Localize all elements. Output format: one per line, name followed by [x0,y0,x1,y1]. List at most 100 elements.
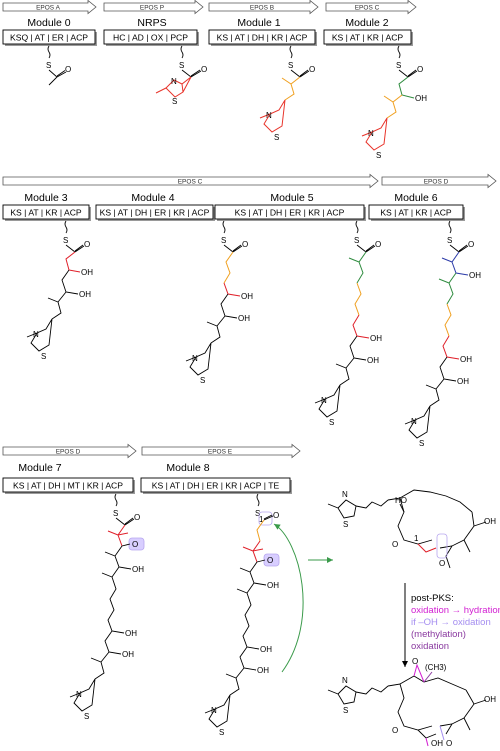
svg-text:S: S [46,61,51,70]
svg-text:OH: OH [241,292,253,301]
svg-text:OH: OH [460,355,472,364]
domain-box-module-3: KS | AT | KR | ACP [2,204,91,221]
svg-text:KS | AT | KR | ACP: KS | AT | KR | ACP [10,208,82,218]
svg-text:OH: OH [469,271,481,280]
module-8-label: Module 8 [166,462,209,474]
svg-text:OH: OH [125,629,137,638]
gene-label: EPOS A [36,5,61,12]
gene-arrow-epos-c-top: EPOS C [325,0,417,15]
svg-text:S: S [354,236,359,245]
module-3-label: Module 3 [24,192,67,204]
svg-text:OH: OH [122,650,134,659]
module-1-label: Module 1 [237,17,280,29]
module-0-label: Module 0 [27,17,70,29]
gene-label: EPOS C [355,5,380,12]
svg-text:S: S [274,133,279,142]
domain-box-module-8: KS | AT | DH | ER | KR | ACP | TE [140,477,292,494]
gene-label: EPOS D [424,179,449,186]
svg-text:OH: OH [260,645,272,654]
post-pks-step-4: oxidation [411,641,449,652]
svg-text:HO: HO [395,496,407,505]
svg-text:KS | AT | DH | ER | KR | ACP: KS | AT | DH | ER | KR | ACP [235,208,345,218]
svg-text:KS | AT | DH | ER | KR | ACP |: KS | AT | DH | ER | KR | ACP | TE [152,481,280,491]
gene-arrow-epos-p: EPOS P [103,0,204,15]
svg-text:O: O [446,739,452,748]
domain-box-module-2: KS | AT | KR | ACP [323,29,413,46]
gene-arrow-epos-b: EPOS B [208,0,319,15]
svg-text:S: S [419,439,424,448]
svg-text:OH: OH [415,94,427,103]
svg-text:S: S [329,418,334,427]
gene-arrow-epos-d: EPOS D [2,443,137,459]
nrps-structure: S O N S [155,45,207,106]
svg-text:OH: OH [484,695,496,704]
svg-text:N: N [33,330,39,339]
post-pks-step-3: (methylation) [411,629,466,640]
svg-text:KS | AT | DH | KR | ACP: KS | AT | DH | KR | ACP [217,33,308,43]
svg-text:O: O [132,540,138,549]
module-6-structure: S O OH OH OH N S [404,220,481,448]
post-pks-title: post-PKS: [411,593,454,604]
gene-arrow-epos-d-top: EPOS D [381,173,497,189]
domain-box-module-7: KS | AT | DH | MT | KR | ACP [2,477,135,494]
svg-text:N: N [171,77,177,86]
svg-text:O: O [392,726,398,735]
svg-text:OH: OH [370,334,382,343]
domain-box-module-1: KS | AT | DH | KR | ACP [208,29,317,46]
gene-label: EPOS B [250,5,274,12]
module-1-structure: S O N S [259,45,315,142]
svg-text:O: O [417,65,423,74]
svg-text:N: N [368,129,374,138]
svg-text:1: 1 [259,515,264,524]
svg-text:(CH3): (CH3) [425,663,447,672]
svg-text:O: O [134,513,140,522]
module-6-label: Module 6 [394,192,437,204]
svg-text:OH: OH [238,314,250,323]
svg-text:O: O [412,657,418,666]
svg-text:S: S [179,61,184,70]
gene-arrow-epos-c: EPOS C [2,173,379,189]
module-7-label: Module 7 [18,462,61,474]
module-0-structure: S O [46,45,71,86]
svg-text:S: S [221,236,226,245]
svg-text:1: 1 [414,534,419,543]
svg-text:O: O [392,540,398,549]
svg-text:O: O [267,556,273,565]
svg-text:S: S [343,706,348,715]
module-8-structure: S 1 O O OH OH OH N S [204,493,304,737]
svg-text:OH: OH [431,739,443,748]
svg-text:HC | AD | OX | PCP: HC | AD | OX | PCP [113,33,188,43]
svg-text:O: O [468,240,474,249]
module-3-structure: S O OH OH N S [26,220,93,361]
domain-box-module-4: KS | AT | DH | ER | KR | ACP [95,204,215,221]
svg-text:N: N [411,417,417,426]
svg-text:O: O [439,559,445,568]
svg-text:N: N [321,396,327,405]
domain-box-module-5: KS | AT | DH | ER | KR | ACP [214,204,366,221]
gene-label: EPOS E [208,449,233,456]
macrolactonization-arrow [273,523,304,673]
svg-text:N: N [342,676,348,685]
svg-text:OH: OH [457,377,469,386]
module-5-label: Module 5 [270,192,313,204]
svg-text:OH: OH [81,268,93,277]
nrps-label: NRPS [137,17,166,29]
svg-text:S: S [447,236,452,245]
svg-text:O: O [375,240,381,249]
gene-arrow-epos-a: EPOS A [2,0,97,15]
svg-text:O: O [273,511,279,520]
module-4-label: Module 4 [131,192,174,204]
svg-text:N: N [266,111,272,120]
svg-text:O: O [309,65,315,74]
svg-text:N: N [76,690,82,699]
svg-text:KS | AT | KR | ACP: KS | AT | KR | ACP [332,33,404,43]
svg-text:OH: OH [484,517,496,526]
module-2-structure: S O OH N S [361,45,427,160]
svg-text:OH: OH [257,666,269,675]
svg-text:S: S [255,509,260,518]
svg-text:O: O [65,65,71,74]
post-pks-step-1: oxidation → hydration [411,605,500,616]
gene-label: EPOS P [140,5,164,12]
svg-text:N: N [342,490,348,499]
